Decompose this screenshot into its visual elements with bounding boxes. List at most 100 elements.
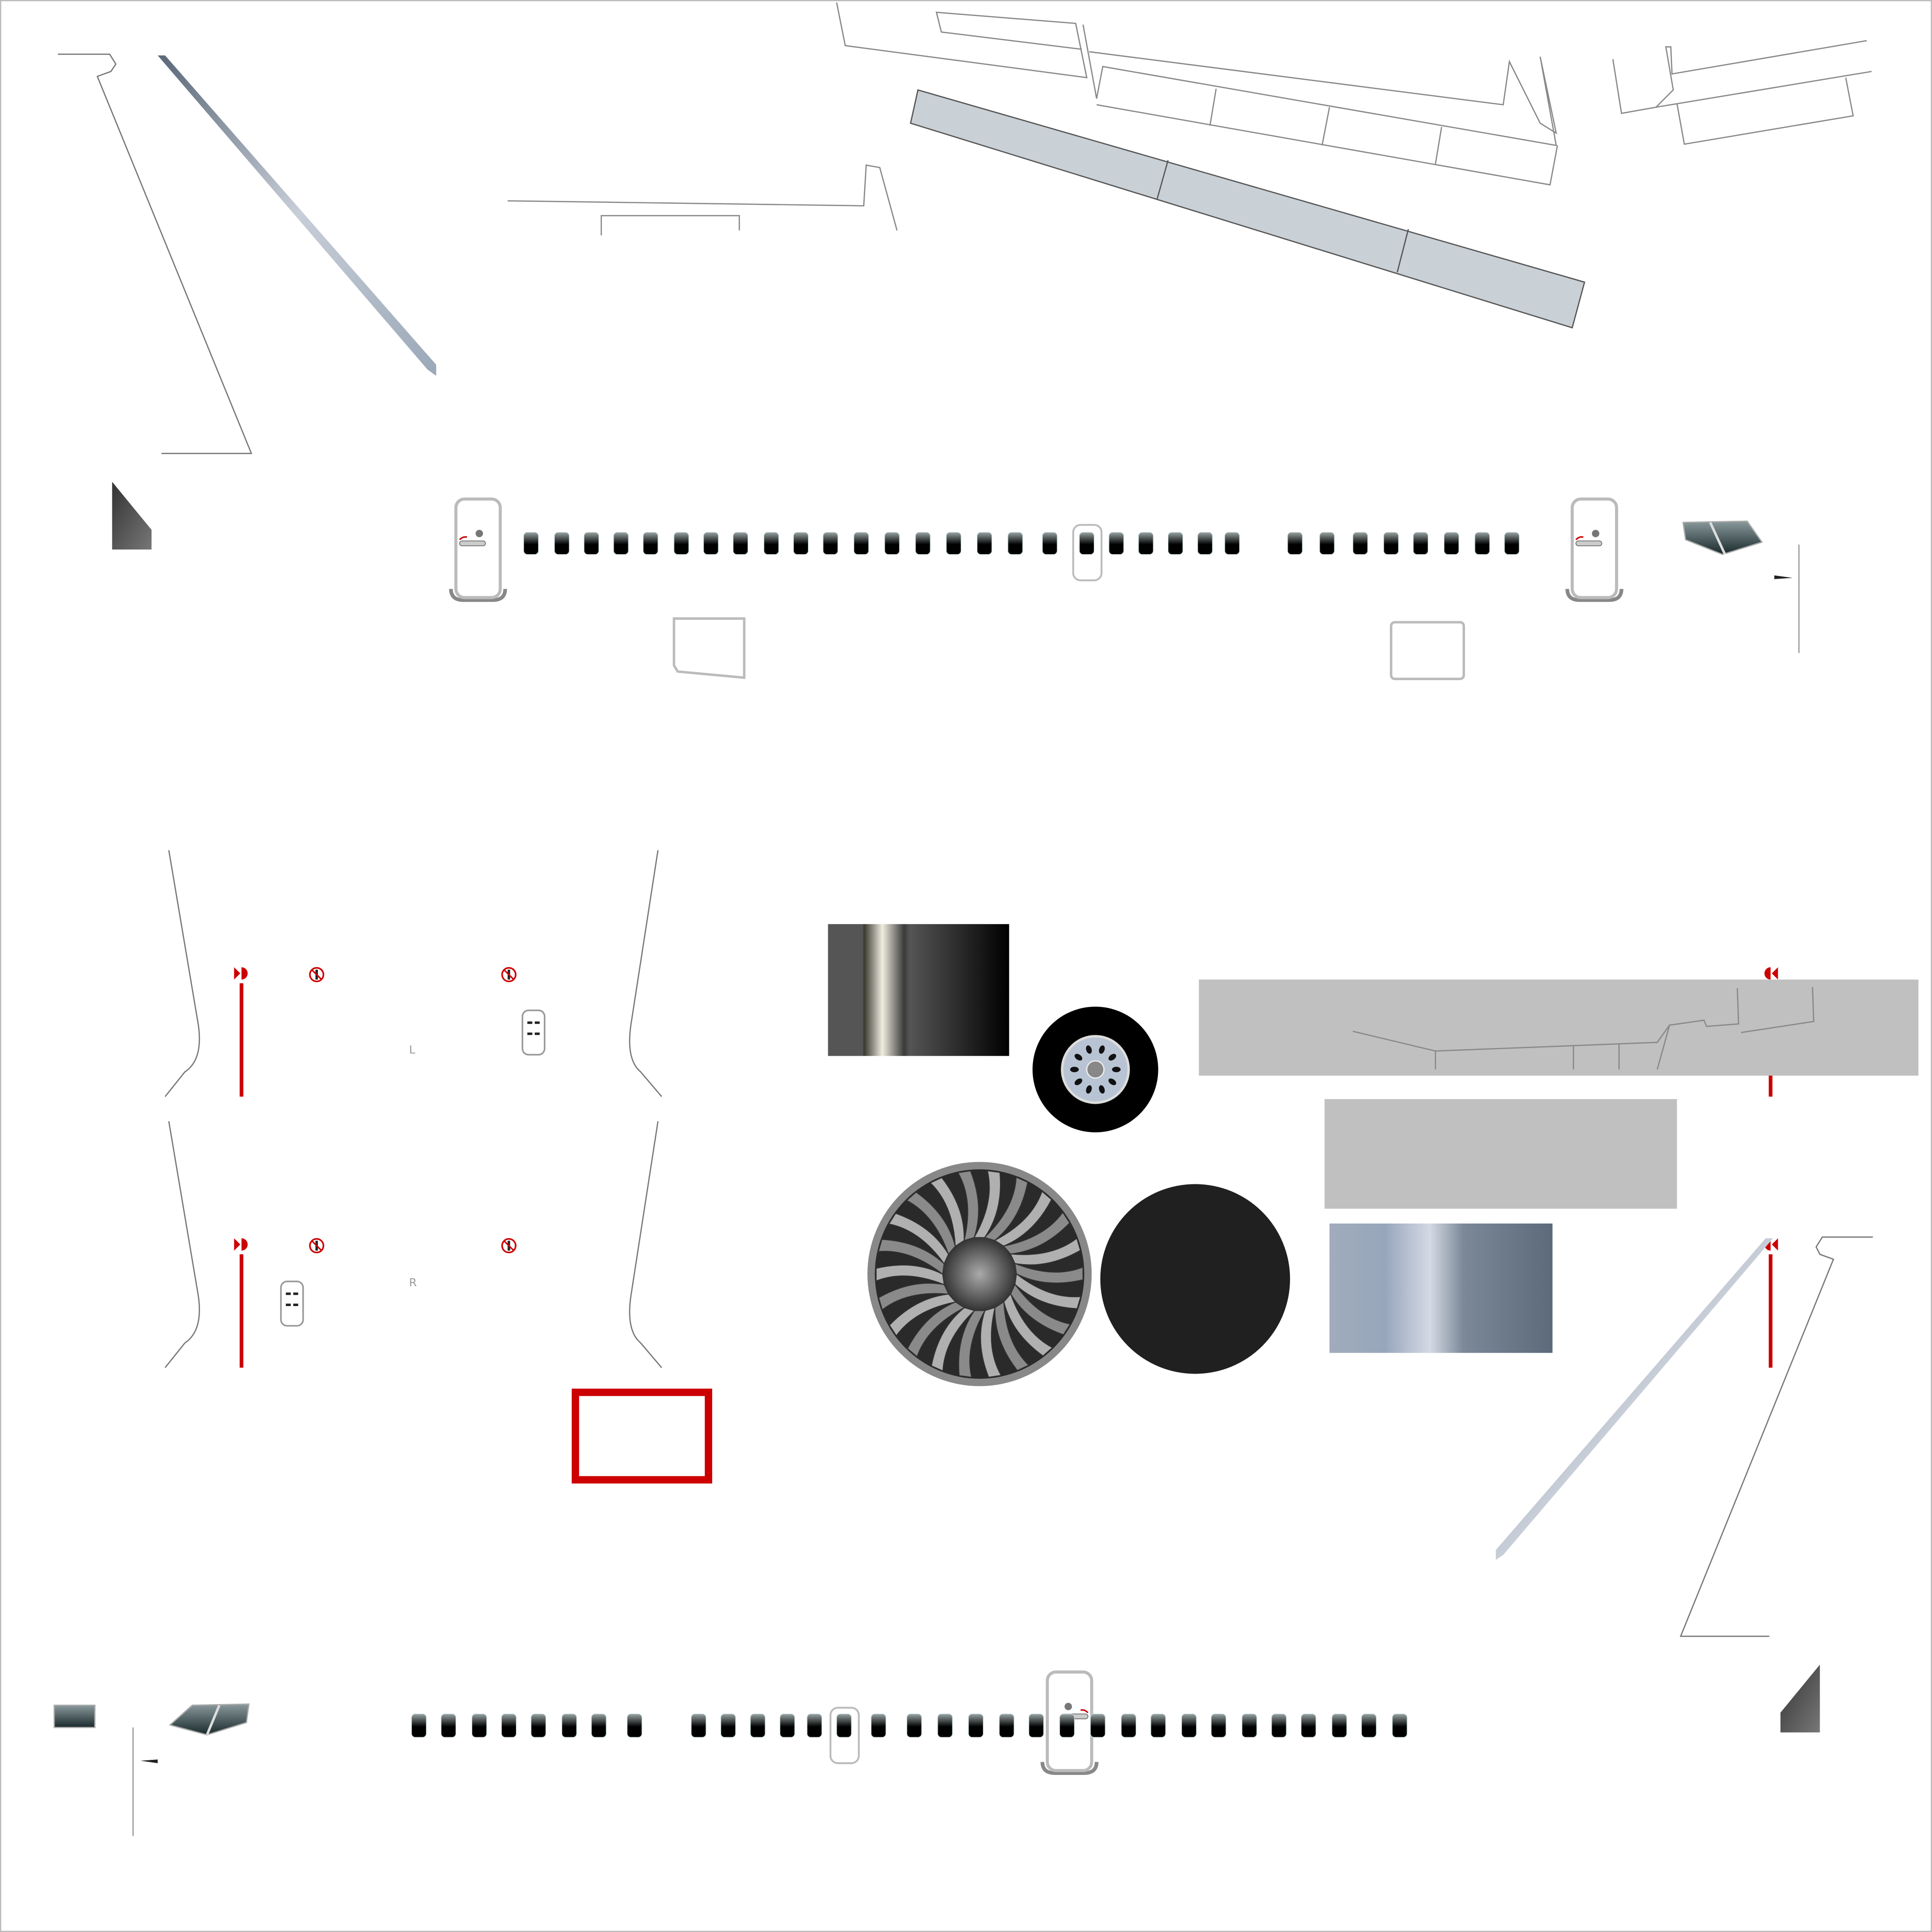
fan-blade [930,1177,965,1247]
tail-tip-right [1780,1665,1820,1732]
fan-blade [889,1293,956,1336]
window-icon [561,1713,577,1738]
window-icon [836,1713,852,1738]
window-icon [823,532,838,555]
window-icon [1079,532,1095,555]
window-icon [1042,532,1058,555]
wheel-lug-icon [1099,1045,1105,1054]
window-icon [968,1713,984,1738]
wing-outline-group [508,2,1872,235]
tail-fin-outline-left [58,53,252,454]
cargo-door [673,617,746,679]
window-icon [937,1713,953,1738]
window-icon [554,532,570,555]
wheel-lug-icon [1086,1085,1092,1094]
engine-fan-icon [867,1162,1092,1386]
fan-blade [1003,1212,1070,1255]
window-icon [1108,532,1124,555]
window-icon [1028,1713,1044,1738]
window-icon [674,532,689,555]
door-icon [1567,499,1622,600]
fan-blade [878,1282,949,1310]
tail-fin-outline-right [1680,1236,1873,1637]
fan-blade [1010,1238,1081,1266]
gray-panel [1324,1099,1677,1209]
window-icon [884,532,900,555]
window-icon [1121,1713,1137,1738]
red-frame [572,1389,712,1484]
no-step-icon [309,967,325,983]
window-icon [1008,532,1023,555]
window-icon [906,1713,922,1738]
wheel-lug-icon [1074,1054,1083,1061]
fan-blade [1010,1283,1071,1335]
window-icon [703,532,719,555]
cockpit-window-icon [53,1705,96,1728]
wheel-lug-icon [1108,1078,1116,1085]
fan-blade [958,1310,986,1378]
fan-blade [875,1265,945,1285]
window-icon [793,532,809,555]
window-icon [1504,532,1520,555]
flap-panel [909,89,1585,329]
window-icon [1138,532,1154,555]
nacelle-left: L [165,850,1778,1097]
window-icon [441,1713,457,1738]
wheel-lug-icon [1099,1085,1105,1094]
window-icon [1352,532,1368,555]
window-icon [750,1713,766,1738]
fan-blade [1014,1263,1083,1283]
window-icon [523,532,539,555]
window-icon [531,1713,546,1738]
fan-blade [931,1307,975,1372]
window-icon [1224,532,1240,555]
window-icon [1271,1713,1287,1738]
window-icon [1413,532,1429,555]
window-icon [1287,532,1303,555]
fan-blade [878,1239,945,1275]
window-icon [807,1713,823,1738]
fan-blade [984,1176,1028,1241]
window-icon [411,1713,427,1738]
wheel-lug-icon [1074,1078,1083,1085]
window-icon [733,532,749,555]
fan-blade [1015,1273,1081,1309]
window-icon [613,532,629,555]
fuselage-strip-bottom [53,1672,1407,1836]
window-icon [501,1713,517,1738]
fan-blade [906,1191,956,1255]
access-hatch [521,1009,546,1056]
fuselage-belly-panel [1199,979,1919,1076]
window-icon [1319,532,1335,555]
fan-blade [888,1213,949,1265]
window-icon [1167,532,1183,555]
cockpit-window-icon [1682,520,1763,555]
nacelle-inlet-dark [1100,1184,1291,1374]
exhaust-texture [828,924,1009,1056]
leading-edge-strip-left [158,55,436,376]
wheel-lug-icon [1070,1066,1079,1073]
metal-gradient-panel [1329,1223,1553,1353]
window-icon [976,532,992,555]
window-icon [1332,1713,1347,1738]
window-icon [583,532,600,555]
window-icon [763,532,779,555]
wheel-icon [1033,1007,1158,1133]
window-icon [779,1713,795,1738]
side-label-right: R [409,1276,416,1289]
window-icon [591,1713,607,1738]
window-icon [471,1713,487,1738]
window-icon [1361,1713,1377,1738]
window-icon [1383,532,1399,555]
window-icon [1090,1713,1106,1738]
window-icon [1211,1713,1226,1738]
window-icon [1443,532,1459,555]
fan-blade [974,1170,1001,1238]
window-icon [691,1713,707,1738]
access-hatch [280,1281,304,1327]
cockpit-window-icon [168,1703,250,1736]
window-icon [1197,532,1213,555]
fan-blade [994,1301,1030,1371]
fuselage-strip-top [451,499,1800,680]
